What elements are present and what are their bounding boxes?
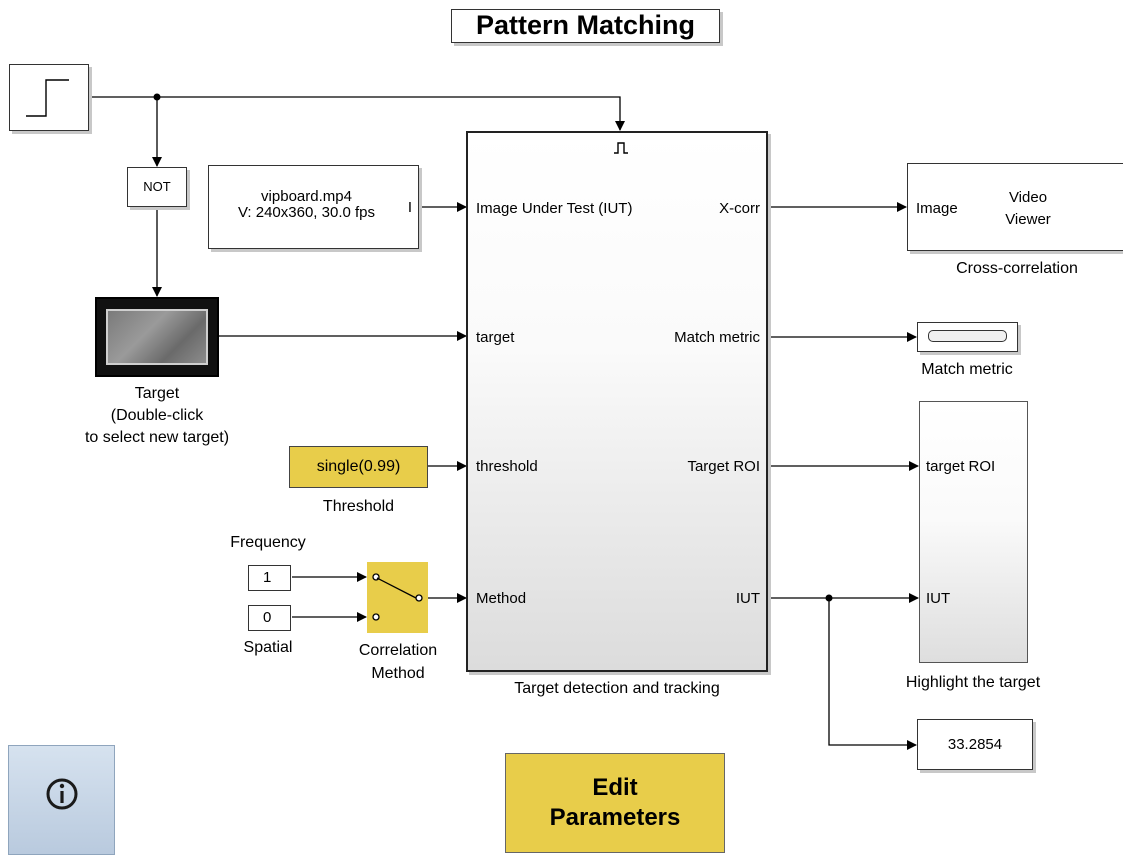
switch-caption-2: Method — [371, 665, 425, 682]
input-port-threshold: threshold — [476, 458, 538, 475]
threshold-block[interactable]: single(0.99) — [289, 446, 428, 488]
spatial-caption: Spatial — [243, 639, 293, 656]
edit-parameters-button[interactable]: Edit Parameters — [505, 753, 725, 853]
correlation-method-switch[interactable] — [367, 562, 428, 633]
info-button[interactable] — [8, 745, 115, 855]
not-block[interactable]: NOT — [127, 167, 187, 207]
branch-point-2 — [825, 594, 833, 602]
numeric-display-block[interactable]: 33.2854 — [917, 719, 1033, 770]
match-metric-block[interactable] — [917, 322, 1018, 352]
highlight-target-block[interactable]: target ROI IUT — [919, 401, 1028, 663]
input-port-method: Method — [476, 590, 527, 607]
video-source-port: I — [407, 199, 412, 216]
subsystem-caption: Target detection and tracking — [514, 680, 720, 697]
line-step-to-trigger — [90, 96, 625, 131]
output-port-xcorr: X-corr — [719, 200, 760, 217]
output-port-iut: IUT — [735, 590, 760, 607]
target-detection-subsystem[interactable]: Image Under Test (IUT) target threshold … — [466, 131, 768, 672]
input-port-iut: Image Under Test (IUT) — [476, 200, 633, 217]
video-source-line2: V: 240x360, 30.0 fps — [237, 204, 376, 221]
frequency-caption: Frequency — [230, 534, 306, 551]
video-viewer-line2: Viewer — [1005, 211, 1051, 228]
info-icon — [46, 778, 78, 810]
video-viewer-port: Image — [916, 200, 958, 217]
highlight-caption: Highlight the target — [905, 674, 1041, 691]
match-metric-bar — [928, 330, 1007, 342]
threshold-value: single(0.99) — [316, 458, 401, 475]
step-source-block[interactable] — [9, 64, 89, 131]
target-image-block[interactable] — [95, 297, 219, 377]
target-caption-2: (Double-click — [110, 407, 204, 424]
spatial-constant[interactable]: 0 — [248, 605, 291, 631]
input-port-target: target — [476, 329, 515, 346]
target-caption-3: to select new target) — [84, 429, 230, 446]
video-source-block[interactable]: vipboard.mp4 V: 240x360, 30.0 fps I — [208, 165, 419, 249]
display-value: 33.2854 — [947, 736, 1003, 753]
frequency-value: 1 — [263, 569, 272, 586]
match-metric-caption: Match metric — [921, 361, 1013, 378]
edit-parameters-line1: Edit — [592, 774, 638, 801]
output-port-match-metric: Match metric — [674, 329, 760, 346]
trigger-icon — [614, 142, 628, 154]
threshold-caption: Threshold — [322, 498, 395, 515]
step-icon — [26, 79, 69, 117]
highlight-port-roi: target ROI — [926, 458, 996, 475]
branch-point-1 — [153, 93, 161, 101]
frequency-constant[interactable]: 1 — [248, 565, 291, 591]
highlight-port-iut: IUT — [926, 590, 951, 607]
switch-icon — [372, 573, 423, 621]
switch-caption-1: Correlation — [358, 642, 438, 659]
target-caption-1: Target — [134, 385, 180, 402]
spatial-value: 0 — [263, 609, 272, 626]
video-viewer-caption: Cross-correlation — [956, 260, 1078, 277]
output-port-target-roi: Target ROI — [687, 458, 760, 475]
line-to-display — [828, 598, 917, 750]
not-label: NOT — [143, 179, 171, 194]
video-viewer-line1: Video — [1008, 189, 1048, 206]
diagram-title: Pattern Matching — [451, 9, 720, 43]
target-image-board — [106, 309, 208, 365]
video-source-line1: vipboard.mp4 — [261, 188, 352, 205]
video-viewer-block[interactable]: Image Video Viewer — [907, 163, 1123, 251]
edit-parameters-line2: Parameters — [549, 804, 681, 831]
